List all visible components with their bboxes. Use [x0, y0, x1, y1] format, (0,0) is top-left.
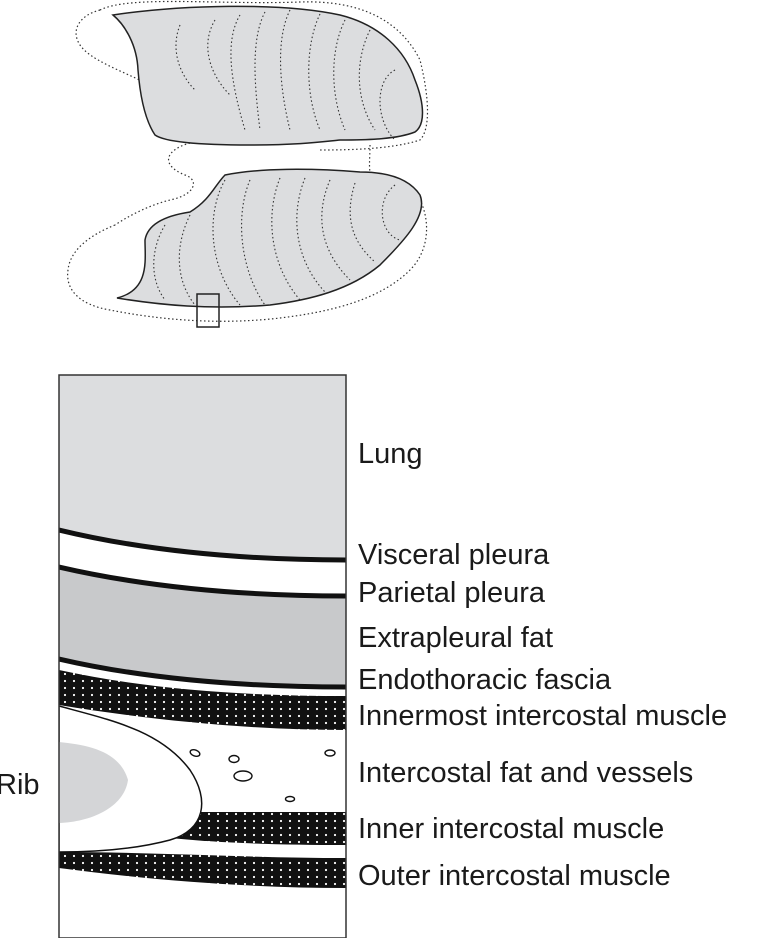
lower-lung: [116, 168, 423, 308]
parietal-pleura-line: [59, 564, 346, 599]
innermost-intercostal-muscle-layer: [59, 670, 346, 730]
lower-lung-rib-lines: [153, 177, 401, 306]
label-endothoracic-fascia: Endothoracic fascia: [358, 664, 612, 696]
rib-marrow: [59, 742, 128, 823]
cross-section-frame: [58, 374, 347, 938]
visceral-pleura-line: [59, 527, 346, 563]
inner-intercostal-muscle-layer: [170, 812, 346, 845]
lung-layer: [59, 375, 346, 559]
label-visceral-pleura: Visceral pleura: [358, 539, 550, 571]
chest-wall-outer-contour-bottom: [67, 199, 428, 322]
label-rib: Rib: [0, 769, 40, 801]
label-inner-intercostal-muscle: Inner intercostal muscle: [358, 813, 665, 845]
label-lung: Lung: [358, 438, 423, 470]
label-extrapleural-fat: Extrapleural fat: [358, 622, 554, 654]
detail-region-box: [196, 293, 220, 328]
upper-lung-rib-lines: [175, 9, 396, 141]
label-parietal-pleura: Parietal pleura: [358, 577, 545, 609]
upper-lung: [111, 5, 424, 146]
intercostal-vessels: [189, 749, 336, 803]
endothoracic-fascia-line: [59, 656, 346, 690]
chest-wall-cross-section: [59, 375, 346, 938]
lungs-overview: [67, 0, 429, 328]
outer-intercostal-muscle-layer: [59, 852, 346, 888]
label-innermost-intercostal-muscle: Innermost intercostal muscle: [358, 700, 728, 732]
label-outer-intercostal-muscle: Outer intercostal muscle: [358, 860, 671, 892]
label-intercostal-fat-and-vessels: Intercostal fat and vessels: [358, 757, 694, 789]
